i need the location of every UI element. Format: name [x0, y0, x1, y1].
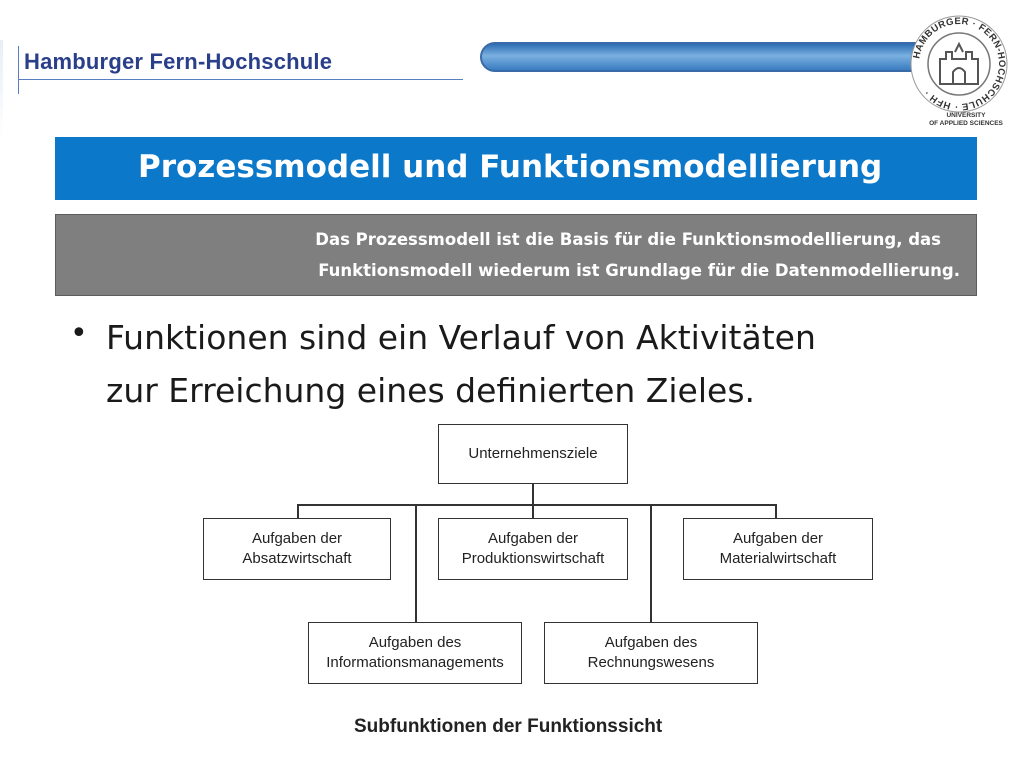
subtitle-line-2: Funktionsmodell wiederum ist Grundlage f…: [318, 261, 960, 280]
subtitle-box: Das Prozessmodell ist die Basis für die …: [55, 214, 977, 296]
diagram-box-label: Unternehmensziele: [468, 445, 598, 462]
bullet-marker: •: [70, 316, 88, 351]
slide-edge-decoration: [0, 40, 3, 140]
hfh-seal-logo-icon: HAMBURGER · FERN-HOCHSCHULE · HFH ·: [900, 14, 1018, 134]
diagram-box-label-line1: Aufgaben der: [732, 530, 824, 547]
header-divider-vertical: [18, 46, 19, 94]
diagram-box-rechnungswesen: Aufgaben des Rechnungswesens: [544, 622, 758, 684]
diagram-box-produktionswirtschaft: Aufgaben der Produktionswirtschaft: [438, 518, 628, 580]
logo-subtext-line2: OF APPLIED SCIENCES: [929, 120, 1003, 127]
diagram-box-informationsmanagement: Aufgaben des Informationsmanagements: [308, 622, 522, 684]
header-divider-horizontal: [18, 79, 463, 80]
diagram-box-unternehmensziele: Unternehmensziele: [438, 424, 628, 484]
diagram-box-label-line2: Rechnungswesens: [587, 654, 715, 671]
connector-information: [415, 504, 417, 622]
diagram-box-label-line2: Produktionswirtschaft: [461, 550, 605, 567]
diagram-box-label-line1: Aufgaben des: [368, 634, 462, 651]
logo-subtext-line1: UNIVERSITY: [946, 112, 986, 119]
diagram-box-label-line2: Absatzwirtschaft: [242, 550, 352, 567]
connector-rechnung: [650, 504, 652, 622]
bullet-text-line-1: Funktionen sind ein Verlauf von Aktivitä…: [106, 318, 816, 357]
connector-horizontal-bus: [297, 504, 775, 506]
function-hierarchy-diagram: Unternehmensziele Aufgaben der Absatzwir…: [195, 420, 885, 690]
connector-produktion: [532, 504, 534, 518]
diagram-box-absatzwirtschaft: Aufgaben der Absatzwirtschaft: [203, 518, 391, 580]
header-banner: [480, 42, 940, 72]
diagram-box-label-line2: Materialwirtschaft: [719, 550, 837, 567]
diagram-box-label-line1: Aufgaben der: [251, 530, 343, 547]
diagram-box-materialwirtschaft: Aufgaben der Materialwirtschaft: [683, 518, 873, 580]
connector-root-down: [532, 484, 534, 504]
logo-subtext: UNIVERSITY OF APPLIED SCIENCES: [920, 112, 1012, 128]
diagram-box-label-line2: Informationsmanagements: [326, 654, 504, 671]
school-name: Hamburger Fern-Hochschule: [24, 49, 333, 74]
slide-title: Prozessmodell und Funktionsmodellierung: [138, 149, 883, 185]
subtitle-line-1: Das Prozessmodell ist die Basis für die …: [315, 230, 941, 249]
connector-material: [775, 504, 777, 518]
diagram-caption: Subfunktionen der Funktionssicht: [354, 716, 663, 737]
diagram-box-label-line1: Aufgaben des: [604, 634, 698, 651]
diagram-box-label-line1: Aufgaben der: [487, 530, 579, 547]
connector-absatz: [297, 504, 299, 518]
slide-title-bar: Prozessmodell und Funktionsmodellierung: [55, 137, 977, 200]
bullet-text-line-2: zur Erreichung eines definierten Zieles.: [106, 371, 756, 410]
